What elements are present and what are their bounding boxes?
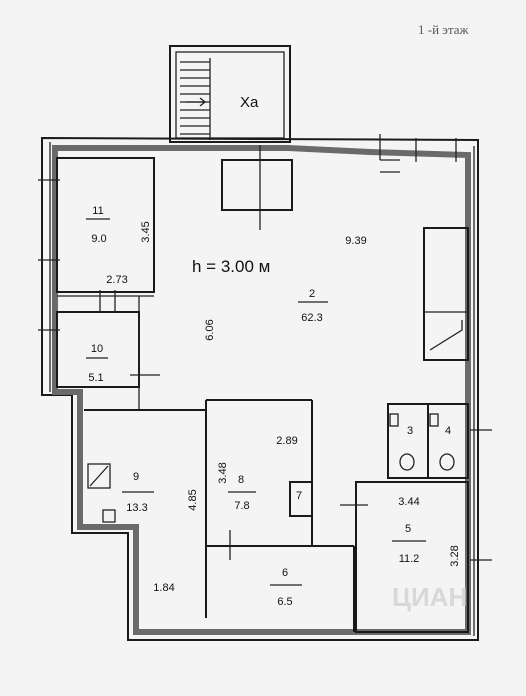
svg-text:2: 2: [309, 288, 315, 300]
svg-text:62.3: 62.3: [301, 312, 322, 324]
stair-arrow-icon: [186, 97, 207, 107]
svg-text:8: 8: [238, 474, 244, 486]
watermark: ЦИАН: [392, 582, 467, 612]
svg-text:5.1: 5.1: [88, 372, 103, 384]
room-4-label: 4: [445, 425, 451, 437]
dim-4-85: 4.85: [187, 489, 199, 510]
svg-text:11.2: 11.2: [399, 553, 420, 565]
svg-text:11: 11: [92, 205, 103, 217]
height-label: h = 3.00 м: [192, 257, 270, 276]
room-2-label: 2 62.3: [298, 288, 328, 324]
room-11-walls: [56, 157, 155, 293]
svg-text:7.8: 7.8: [234, 500, 249, 512]
ventilation-icon: [87, 463, 111, 489]
dim-2-89: 2.89: [276, 435, 297, 447]
toilet-icon: [399, 453, 415, 471]
room-8-label: 8 7.8: [228, 474, 256, 512]
dim-3-44: 3.44: [398, 496, 419, 508]
floor-label: 1 -й этаж: [418, 22, 469, 37]
room-7-label: 7: [296, 490, 302, 502]
wall-ticks: [38, 134, 492, 561]
room-5-walls: [355, 481, 469, 633]
svg-text:13.3: 13.3: [126, 502, 147, 514]
room-3-label: 3: [407, 425, 413, 437]
room-5-label: 5 11.2: [392, 523, 426, 565]
room-10-label: 10 5.1: [86, 343, 108, 384]
stair-label: Ха: [240, 94, 259, 111]
svg-text:5: 5: [405, 523, 411, 535]
staircase-xa: Ха: [169, 45, 291, 143]
svg-text:9: 9: [133, 471, 139, 483]
dim-3-28: 3.28: [449, 545, 461, 566]
room-7-walls: [289, 481, 313, 517]
svg-text:6: 6: [282, 567, 288, 579]
dim-3-48: 3.48: [217, 462, 229, 483]
room-9-label: 9 13.3: [122, 471, 154, 514]
outer-walls: [41, 136, 479, 641]
svg-text:9.0: 9.0: [91, 233, 106, 245]
room-11-label: 11 9.0: [86, 205, 110, 245]
dim-9-39: 9.39: [345, 235, 366, 247]
dim-2-73: 2.73: [106, 274, 127, 286]
toilet-icon: [439, 453, 455, 471]
socket-icon: [102, 509, 116, 523]
svg-text:6.5: 6.5: [277, 596, 292, 608]
inner-stair: [423, 227, 469, 361]
stair-steps: [180, 61, 210, 135]
dim-3-45: 3.45: [140, 221, 152, 242]
shaft: [221, 159, 293, 211]
room-6-label: 6 6.5: [270, 567, 302, 608]
dim-1-84: 1.84: [153, 582, 174, 594]
dim-6-06: 6.06: [204, 319, 216, 340]
svg-text:10: 10: [91, 343, 103, 355]
wc-block: [387, 403, 469, 479]
